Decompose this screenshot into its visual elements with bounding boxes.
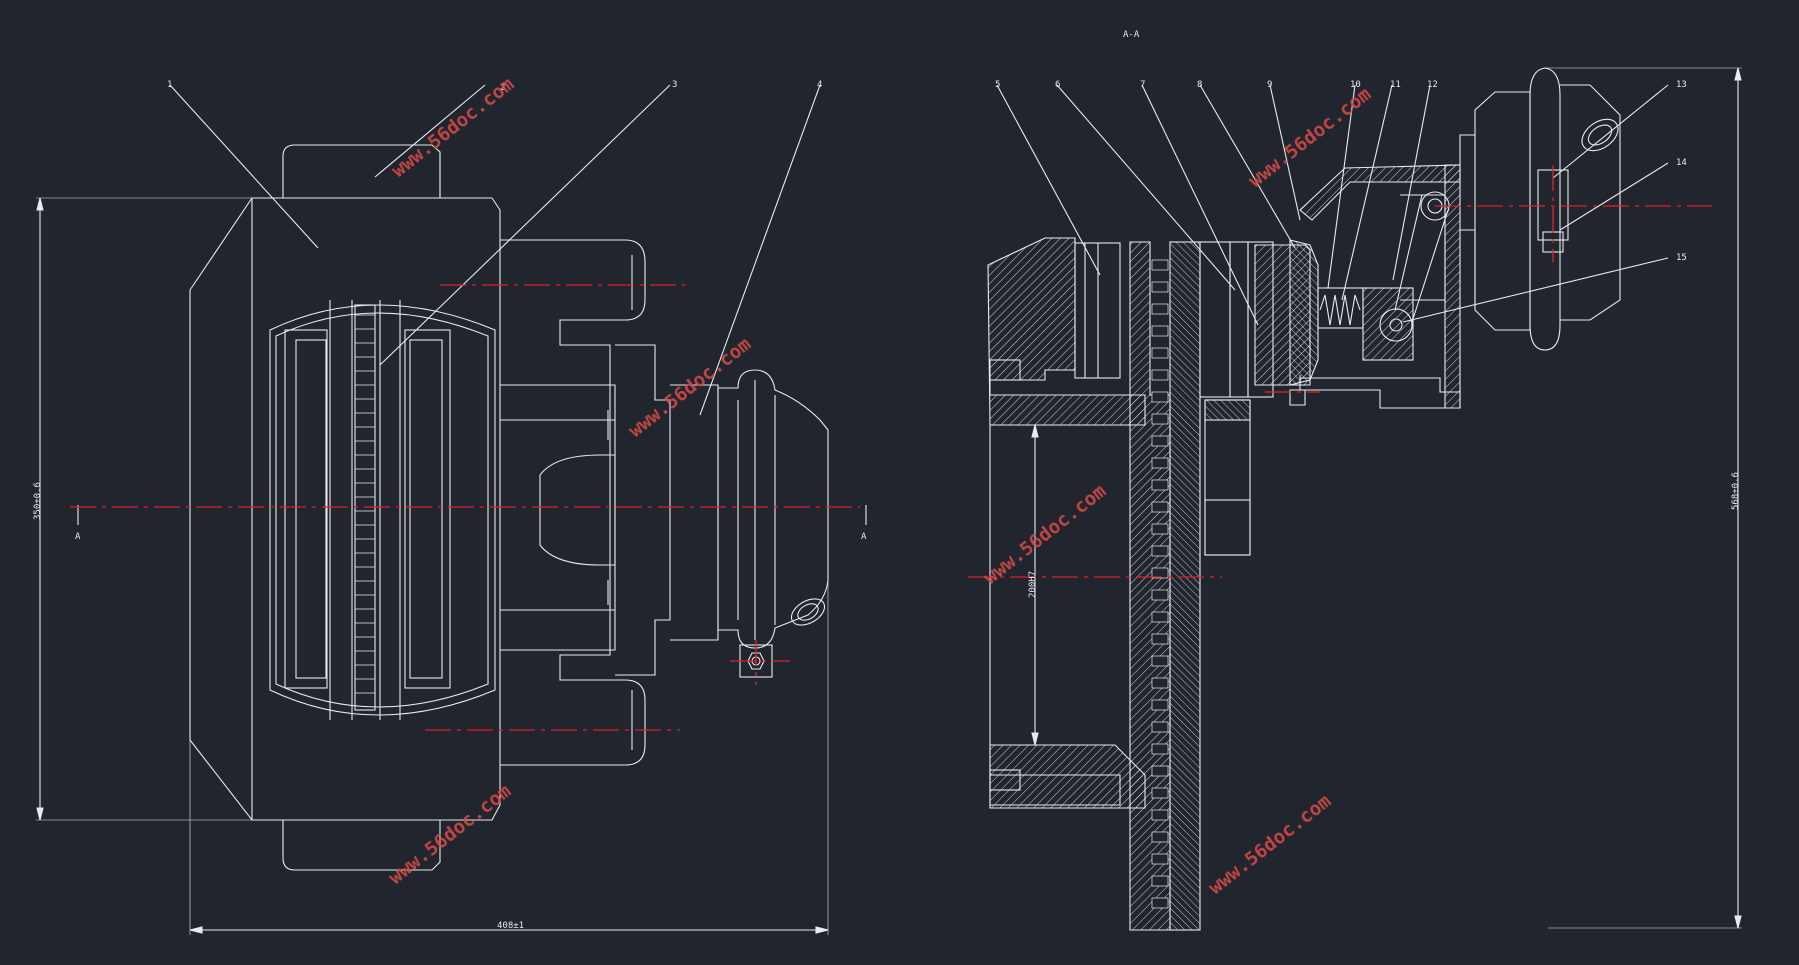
disc-vent-slot xyxy=(1151,281,1169,293)
watermark: www.56doc.com xyxy=(385,780,516,889)
section-marker-left: A xyxy=(75,532,81,542)
part-label-4: 4 xyxy=(817,80,822,90)
section-a-a-view xyxy=(987,67,1742,931)
disc-vent-slot xyxy=(1151,743,1169,755)
section-marker-right: A xyxy=(861,532,867,542)
disc-vent-slot xyxy=(1151,721,1169,733)
disc-vent-slot xyxy=(1151,677,1169,689)
dim-bore: 200H7 xyxy=(1028,571,1038,598)
part-label-2: 2 xyxy=(500,83,505,93)
disc-vent-slot xyxy=(1151,765,1169,777)
dim-height-right: 568±0.6 xyxy=(1731,472,1741,510)
disc-vent-slot xyxy=(1151,391,1169,403)
disc-vent-slot xyxy=(1151,853,1169,865)
dim-height-left: 350±0.6 xyxy=(33,482,43,520)
disc-vent-slot xyxy=(1151,699,1169,711)
watermark: www.56doc.com xyxy=(980,480,1111,589)
part-label-9: 9 xyxy=(1267,80,1272,90)
disc-vent-slot xyxy=(1151,545,1169,557)
watermark: www.56doc.com xyxy=(1205,790,1336,899)
disc-vent-slot xyxy=(1151,589,1169,601)
disc-vent-slot xyxy=(1151,303,1169,315)
watermarks: www.56doc.com www.56doc.com www.56doc.co… xyxy=(385,73,1376,899)
disc-vent-slot xyxy=(1151,655,1169,667)
disc-vent-slot xyxy=(1151,369,1169,381)
disc-vent-slot xyxy=(1151,259,1169,271)
section-title: A-A xyxy=(1123,30,1140,40)
dim-width: 408±1 xyxy=(497,921,524,931)
part-label-13: 13 xyxy=(1676,80,1687,90)
disc-vent-slot xyxy=(1151,567,1169,579)
disc-vent-slot xyxy=(1151,809,1169,821)
disc-vent-slot xyxy=(1151,787,1169,799)
disc-vent-slot xyxy=(1151,501,1169,513)
part-label-14: 14 xyxy=(1676,158,1687,168)
disc-vent-slot xyxy=(1151,479,1169,491)
disc-vent-slot xyxy=(1151,611,1169,623)
disc-vent-slot xyxy=(1151,325,1169,337)
left-centerlines xyxy=(70,284,860,731)
part-label-10: 10 xyxy=(1350,80,1361,90)
watermark: www.56doc.com xyxy=(388,73,519,182)
disc-vent-slot xyxy=(1151,347,1169,359)
part-label-3: 3 xyxy=(672,80,677,90)
disc-vent-slot xyxy=(1151,523,1169,535)
labels: A-A A A 350±0.6 408±1 200H7 568±0.6 1 2 … xyxy=(33,30,1741,931)
part-label-8: 8 xyxy=(1197,80,1202,90)
part-label-12: 12 xyxy=(1427,80,1438,90)
part-label-5: 5 xyxy=(995,80,1000,90)
disc-vent-slot xyxy=(1151,435,1169,447)
right-centerlines xyxy=(968,165,1712,578)
part-label-7: 7 xyxy=(1140,80,1145,90)
disc-vent-slot xyxy=(1151,831,1169,843)
part-label-15: 15 xyxy=(1676,253,1687,263)
part-label-11: 11 xyxy=(1390,80,1401,90)
caliper-front-view xyxy=(36,84,867,935)
disc-vents xyxy=(355,314,375,694)
part-label-6: 6 xyxy=(1055,80,1060,90)
disc-vent-slot xyxy=(1151,633,1169,645)
disc-vent-slot xyxy=(1151,875,1169,887)
part-label-1: 1 xyxy=(167,80,172,90)
disc-vent-slot xyxy=(1151,457,1169,469)
disc-vent-slot xyxy=(1151,413,1169,425)
disc-vent-slot xyxy=(1151,897,1169,909)
disc-vents-right xyxy=(1151,259,1169,909)
